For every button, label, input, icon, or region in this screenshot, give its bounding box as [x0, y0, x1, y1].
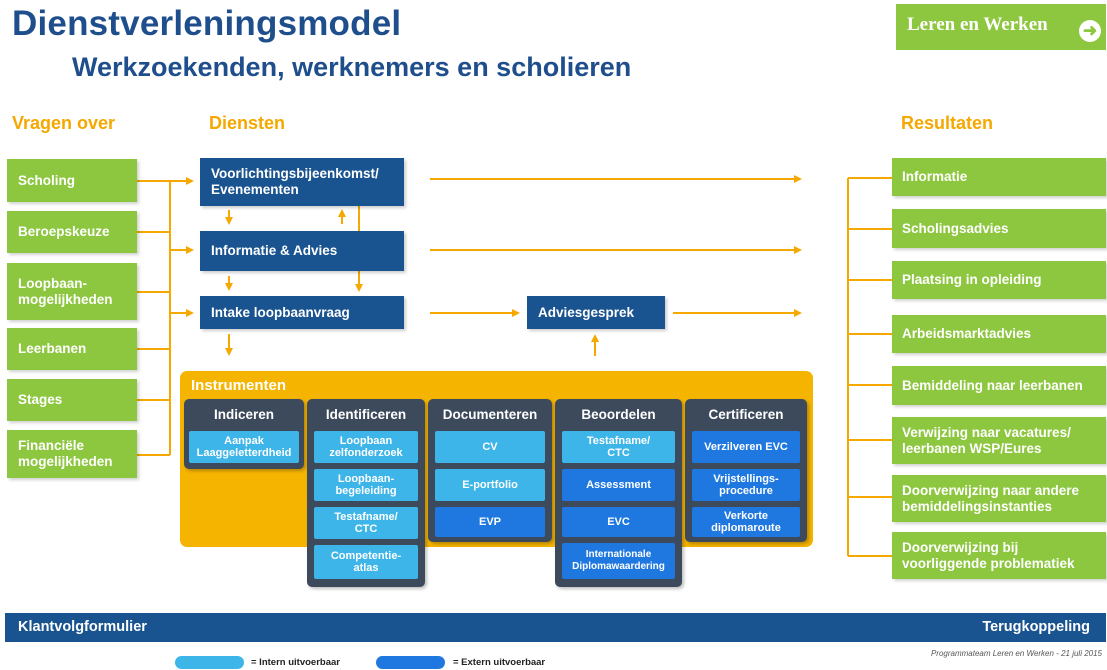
- leren-en-werken-button[interactable]: Leren en Werken ➜: [896, 4, 1106, 50]
- instrument-testafname-ctc: Testafname/ CTC: [562, 431, 675, 463]
- resultaat-informatie: Informatie: [892, 158, 1106, 196]
- dienst-voorlichtingsbijeenkomst: Voorlichtingsbijeenkomst/ Evenementen: [200, 158, 404, 206]
- resultaat-label: Verwijzing naar vacatures/ leerbanen WSP…: [902, 424, 1071, 456]
- legend-intern-label: = Intern uitvoerbaar: [251, 657, 340, 668]
- column-heading-resultaten: Resultaten: [901, 113, 994, 133]
- group-title: Beoordelen: [581, 407, 656, 422]
- instrument-loopbaan-zelfonderzoek: Loopbaan zelfonderzoek: [314, 431, 418, 463]
- vraag-label: Loopbaan- mogelijkheden: [18, 275, 113, 307]
- vraag-label: Leerbanen: [18, 341, 87, 356]
- group-title: Indiceren: [213, 407, 275, 422]
- instrument-verkorte-diplomaroute: Verkorte diplomaroute: [692, 507, 800, 537]
- group-title: Documenteren: [442, 407, 538, 422]
- dienst-label: Voorlichtingsbijeenkomst/ Evenementen: [211, 166, 379, 197]
- column-heading-diensten: Diensten: [209, 113, 286, 133]
- group-title: Certificeren: [708, 407, 784, 422]
- column-heading-vragen: Vragen over: [12, 113, 116, 133]
- resultaat-scholingsadvies: Scholingsadvies: [892, 209, 1106, 248]
- page-subtitle: Werkzoekenden, werknemers en scholieren: [72, 52, 632, 82]
- vraag-leerbanen: Leerbanen: [7, 328, 137, 370]
- vraag-label: Beroepskeuze: [18, 224, 110, 239]
- dienst-label: Adviesgesprek: [538, 304, 635, 320]
- footer-credit: Programmateam Leren en Werken - 21 juli …: [930, 649, 1102, 658]
- resultaat-verwijzing-naar-vacatures: Verwijzing naar vacatures/ leerbanen WSP…: [892, 417, 1106, 464]
- footer-terugkoppeling: Terugkoppeling: [982, 619, 1090, 635]
- resultaat-label: Plaatsing in opleiding: [902, 272, 1042, 287]
- instrument-e-portfolio: E-portfolio: [435, 469, 545, 501]
- instrument-loopbaanbegeleiding: Loopbaan- begeleiding: [314, 469, 418, 501]
- dienst-label: Informatie & Advies: [211, 243, 338, 258]
- instrument-testafname-ctc: Testafname/ CTC: [314, 507, 418, 539]
- arrow-right-icon: ➜: [1079, 20, 1101, 42]
- instrument-assessment: Assessment: [562, 469, 675, 501]
- legend-swatch-intern: [175, 656, 244, 669]
- instrument-evp: EVP: [435, 507, 545, 537]
- instrument-vrijstellingsprocedure: Vrijstellings- procedure: [692, 469, 800, 501]
- footer-bar: Klantvolgformulier Terugkoppeling: [5, 613, 1106, 642]
- vraag-financiele-mogelijkheden: Financiële mogelijkheden: [7, 430, 137, 478]
- vraag-stages: Stages: [7, 379, 137, 421]
- dienst-intake-loopbaanvraag: Intake loopbaanvraag: [200, 296, 404, 329]
- resultaat-label: Informatie: [902, 169, 968, 184]
- vraag-label: Financiële mogelijkheden: [18, 438, 113, 469]
- vraag-label: Scholing: [18, 172, 75, 188]
- leren-en-werken-label: Leren en Werken: [907, 14, 1048, 35]
- instrument-aanpak-laaggeletterdheid: Aanpak Laaggeletterdheid: [189, 431, 299, 463]
- resultaat-plaatsing-in-opleiding: Plaatsing in opleiding: [892, 261, 1106, 299]
- resultaat-doorverwijzing-problematiek: Doorverwijzing bij voorliggende problema…: [892, 532, 1106, 579]
- instrument-evc: EVC: [562, 507, 675, 537]
- vraag-beroepskeuze: Beroepskeuze: [7, 211, 137, 253]
- instrument-competentieatlas: Competentie- atlas: [314, 545, 418, 579]
- vraag-label: Stages: [18, 392, 63, 407]
- vraag-scholing: Scholing: [7, 159, 137, 202]
- resultaat-label: Scholingsadvies: [902, 220, 1009, 236]
- resultaat-arbeidsmarktadvies: Arbeidsmarktadvies: [892, 315, 1106, 353]
- dienst-label: Intake loopbaanvraag: [211, 304, 350, 320]
- dienst-informatie-advies: Informatie & Advies: [200, 231, 404, 271]
- resultaat-doorverwijzing-bemiddelingsinstanties: Doorverwijzing naar andere bemiddelingsi…: [892, 475, 1106, 522]
- instrumenten-title: Instrumenten: [191, 377, 287, 394]
- resultaat-bemiddeling-naar-leerbanen: Bemiddeling naar leerbanen: [892, 366, 1106, 405]
- footer-klantvolgformulier: Klantvolgformulier: [18, 619, 147, 635]
- resultaat-label: Arbeidsmarktadvies: [902, 326, 1032, 341]
- group-title: Identificeren: [325, 407, 407, 422]
- instrument-internationale-diplomawaardering: Internationale Diplomawaardering: [562, 543, 675, 579]
- instrument-cv: CV: [435, 431, 545, 463]
- resultaat-label: Doorverwijzing naar andere bemiddelingsi…: [902, 482, 1080, 514]
- resultaat-label: Doorverwijzing bij voorliggende problema…: [902, 539, 1075, 571]
- resultaat-label: Bemiddeling naar leerbanen: [902, 377, 1083, 393]
- legend-swatch-extern: [376, 656, 445, 669]
- instrument-verzilveren-evc: Verzilveren EVC: [692, 431, 800, 463]
- legend-extern-label: = Extern uitvoerbaar: [453, 657, 546, 668]
- dienst-adviesgesprek: Adviesgesprek: [527, 296, 665, 329]
- vraag-loopbaanmogelijkheden: Loopbaan- mogelijkheden: [7, 263, 137, 320]
- page-title: Dienstverleningsmodel: [12, 4, 402, 43]
